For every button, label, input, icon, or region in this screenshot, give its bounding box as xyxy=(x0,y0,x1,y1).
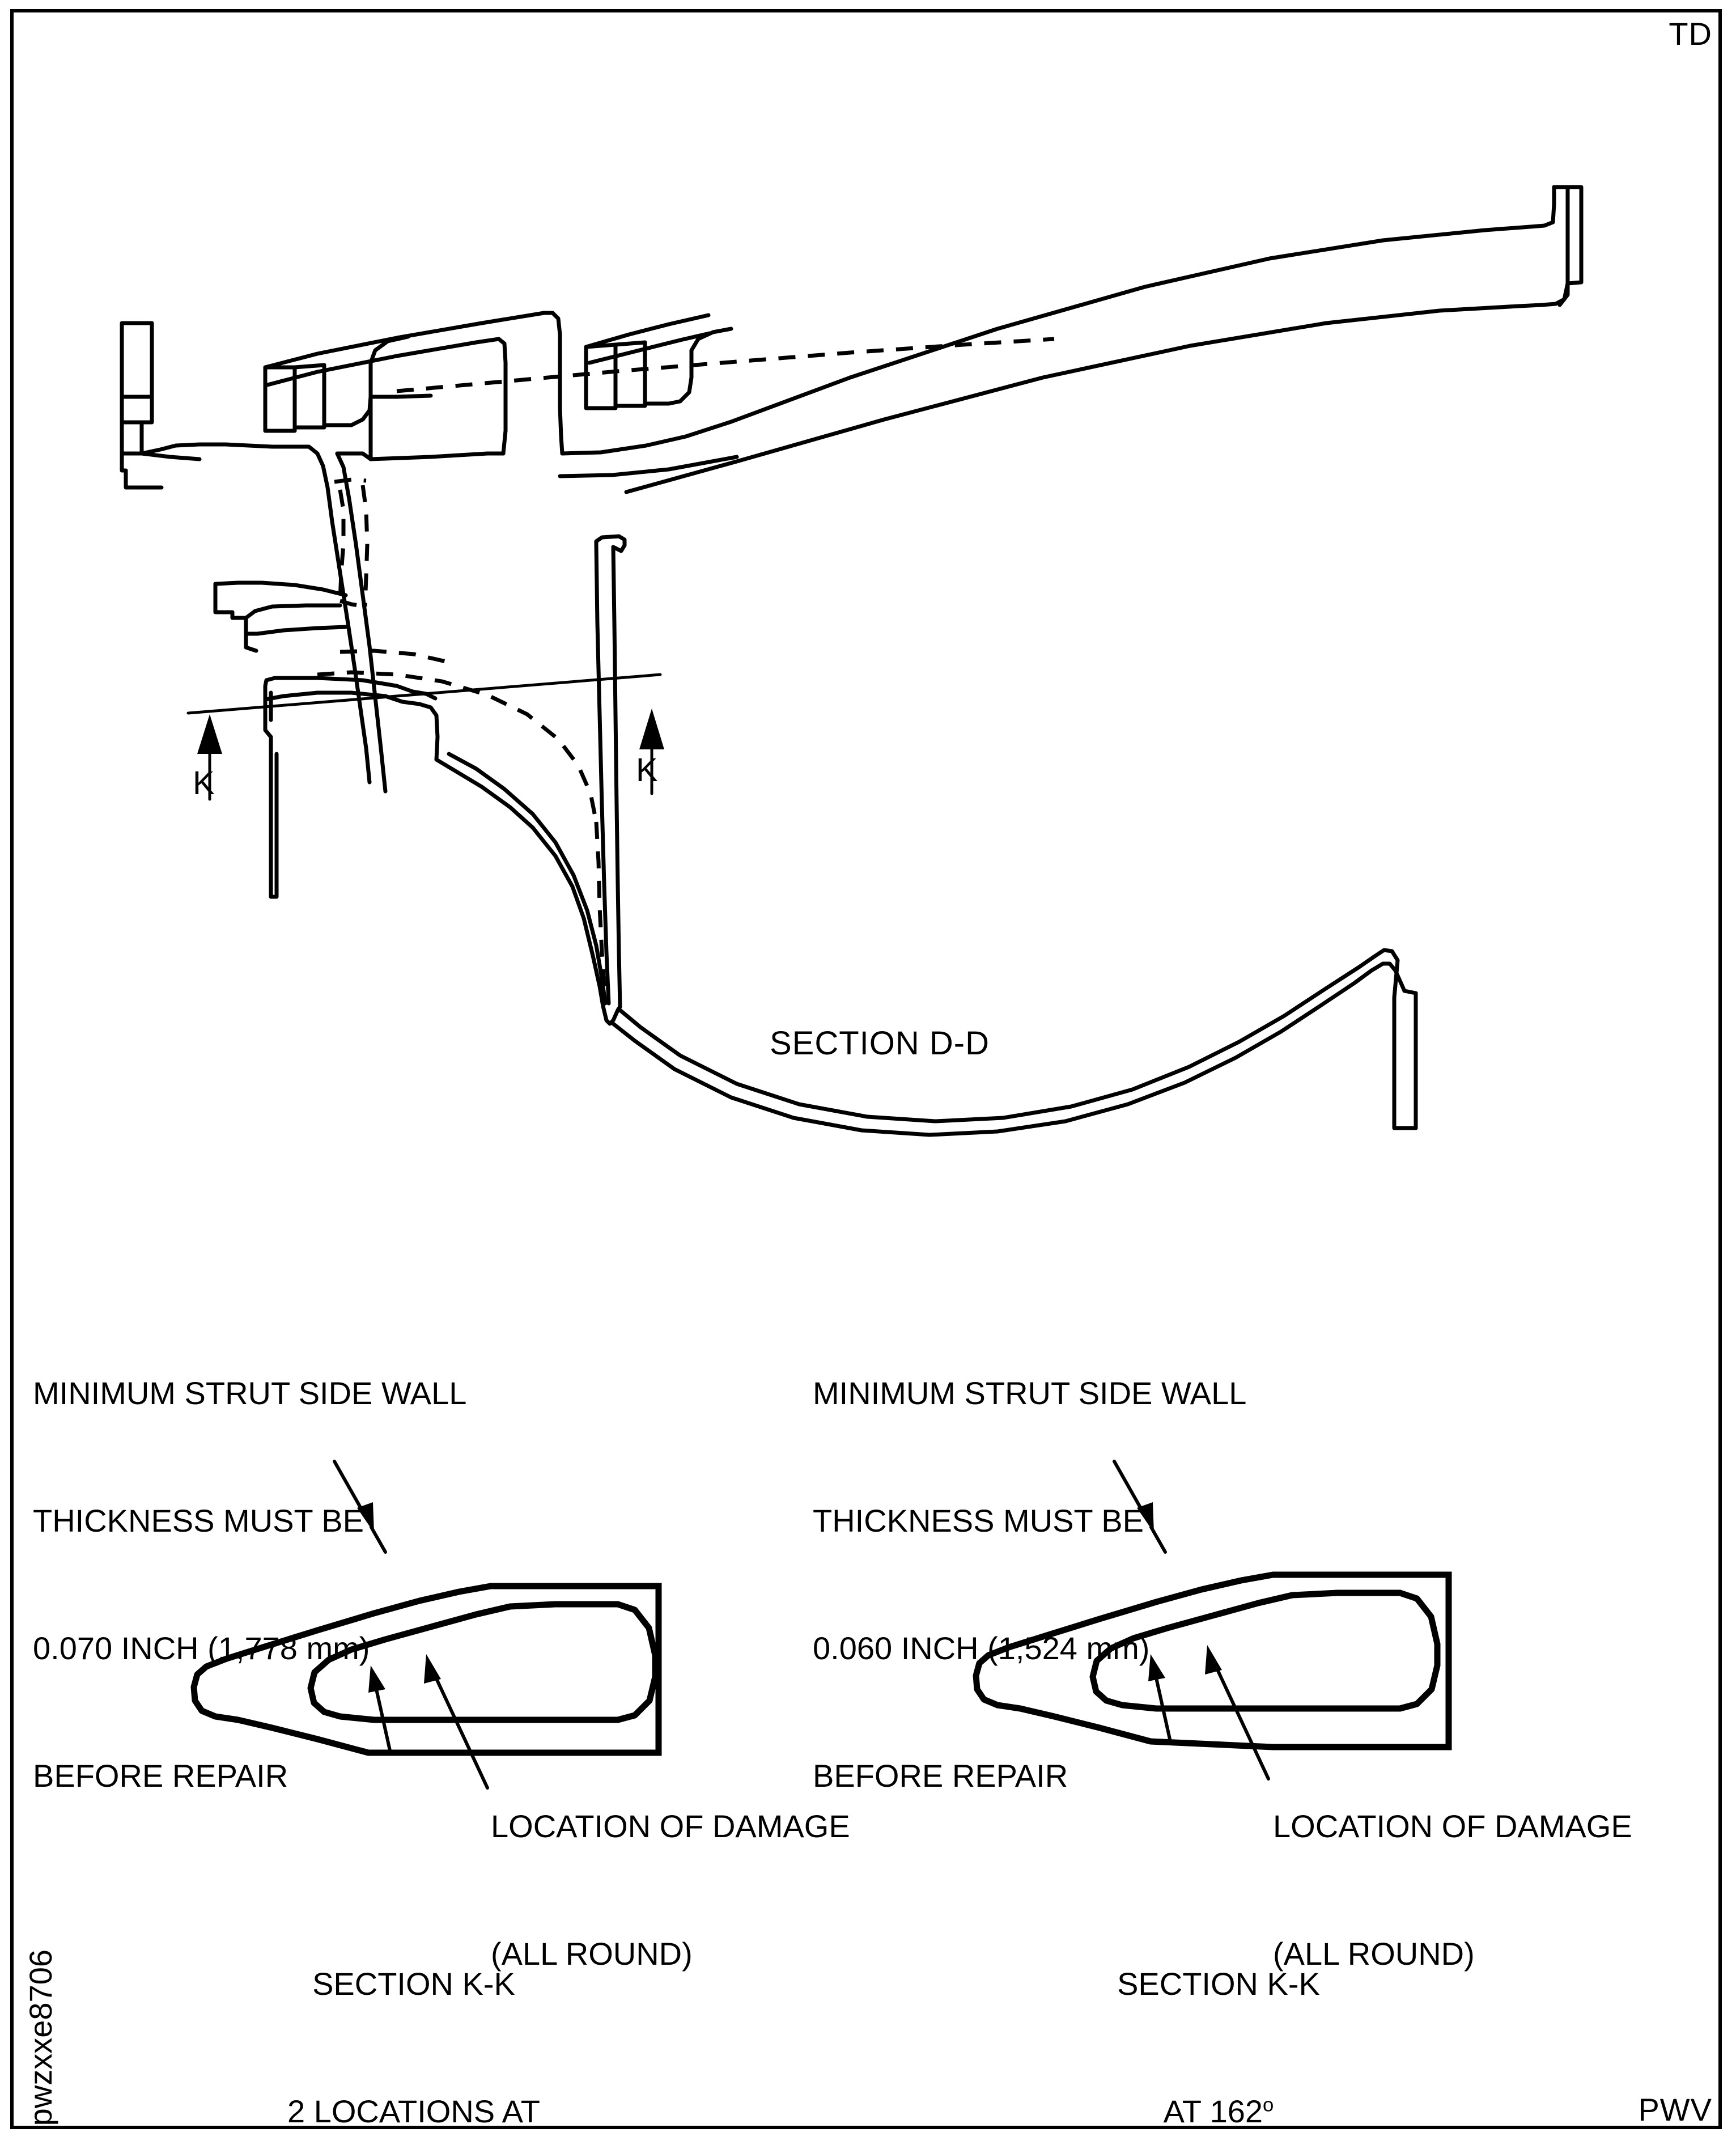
note-line: MINIMUM STRUT SIDE WALL xyxy=(813,1375,1247,1411)
degree-symbol: o xyxy=(1263,2094,1274,2116)
note-line: THICKNESS MUST BE xyxy=(33,1503,364,1539)
page-code-bottom-right: PWV xyxy=(1638,2092,1712,2128)
damage-label-left: LOCATION OF DAMAGE (ALL ROUND) xyxy=(491,1720,850,2060)
drawing-number-label: pwzxxe8706 xyxy=(23,1949,58,2126)
damage-label-line: LOCATION OF DAMAGE xyxy=(491,1808,850,1845)
section-kk-caption-line: SECTION K-K xyxy=(1117,1966,1320,2002)
note-line: 0.060 INCH (1,524 mm) xyxy=(813,1630,1150,1667)
section-kk-caption-left: SECTION K-K 2 LOCATIONS AT 72o AND 288o xyxy=(187,1877,640,2145)
note-line: BEFORE REPAIR xyxy=(813,1758,1068,1794)
drawing-border xyxy=(10,9,1722,2129)
damage-label-right: LOCATION OF DAMAGE (ALL ROUND) xyxy=(1273,1720,1632,2060)
note-block-right: MINIMUM STRUT SIDE WALL THICKNESS MUST B… xyxy=(813,1287,1246,1882)
section-kk-caption-right: SECTION K-K AT 162o xyxy=(1015,1877,1423,2145)
section-kk-caption-line: SECTION K-K xyxy=(312,1966,515,2002)
note-line: 0.070 INCH (1,778 mm) xyxy=(33,1630,370,1667)
cutting-plane-label-k-right: K xyxy=(636,752,658,789)
damage-label-line: (ALL ROUND) xyxy=(491,1936,693,1972)
cutting-plane-label-k-left: K xyxy=(193,765,215,802)
section-kk-caption-angles: AT 162o xyxy=(1015,2090,1423,2133)
section-kk-caption-line: 2 LOCATIONS AT xyxy=(287,2093,541,2130)
damage-label-line: LOCATION OF DAMAGE xyxy=(1273,1808,1632,1845)
note-line: THICKNESS MUST BE xyxy=(813,1503,1144,1539)
note-line: MINIMUM STRUT SIDE WALL xyxy=(33,1375,467,1411)
damage-label-line: (ALL ROUND) xyxy=(1273,1936,1475,1972)
note-block-left: MINIMUM STRUT SIDE WALL THICKNESS MUST B… xyxy=(33,1287,466,1882)
page-code-top-right: TD xyxy=(1669,16,1712,52)
angle-prefix: AT 162 xyxy=(1163,2093,1263,2130)
section-dd-caption: SECTION D-D xyxy=(770,1025,990,1062)
note-line: BEFORE REPAIR xyxy=(33,1758,288,1794)
